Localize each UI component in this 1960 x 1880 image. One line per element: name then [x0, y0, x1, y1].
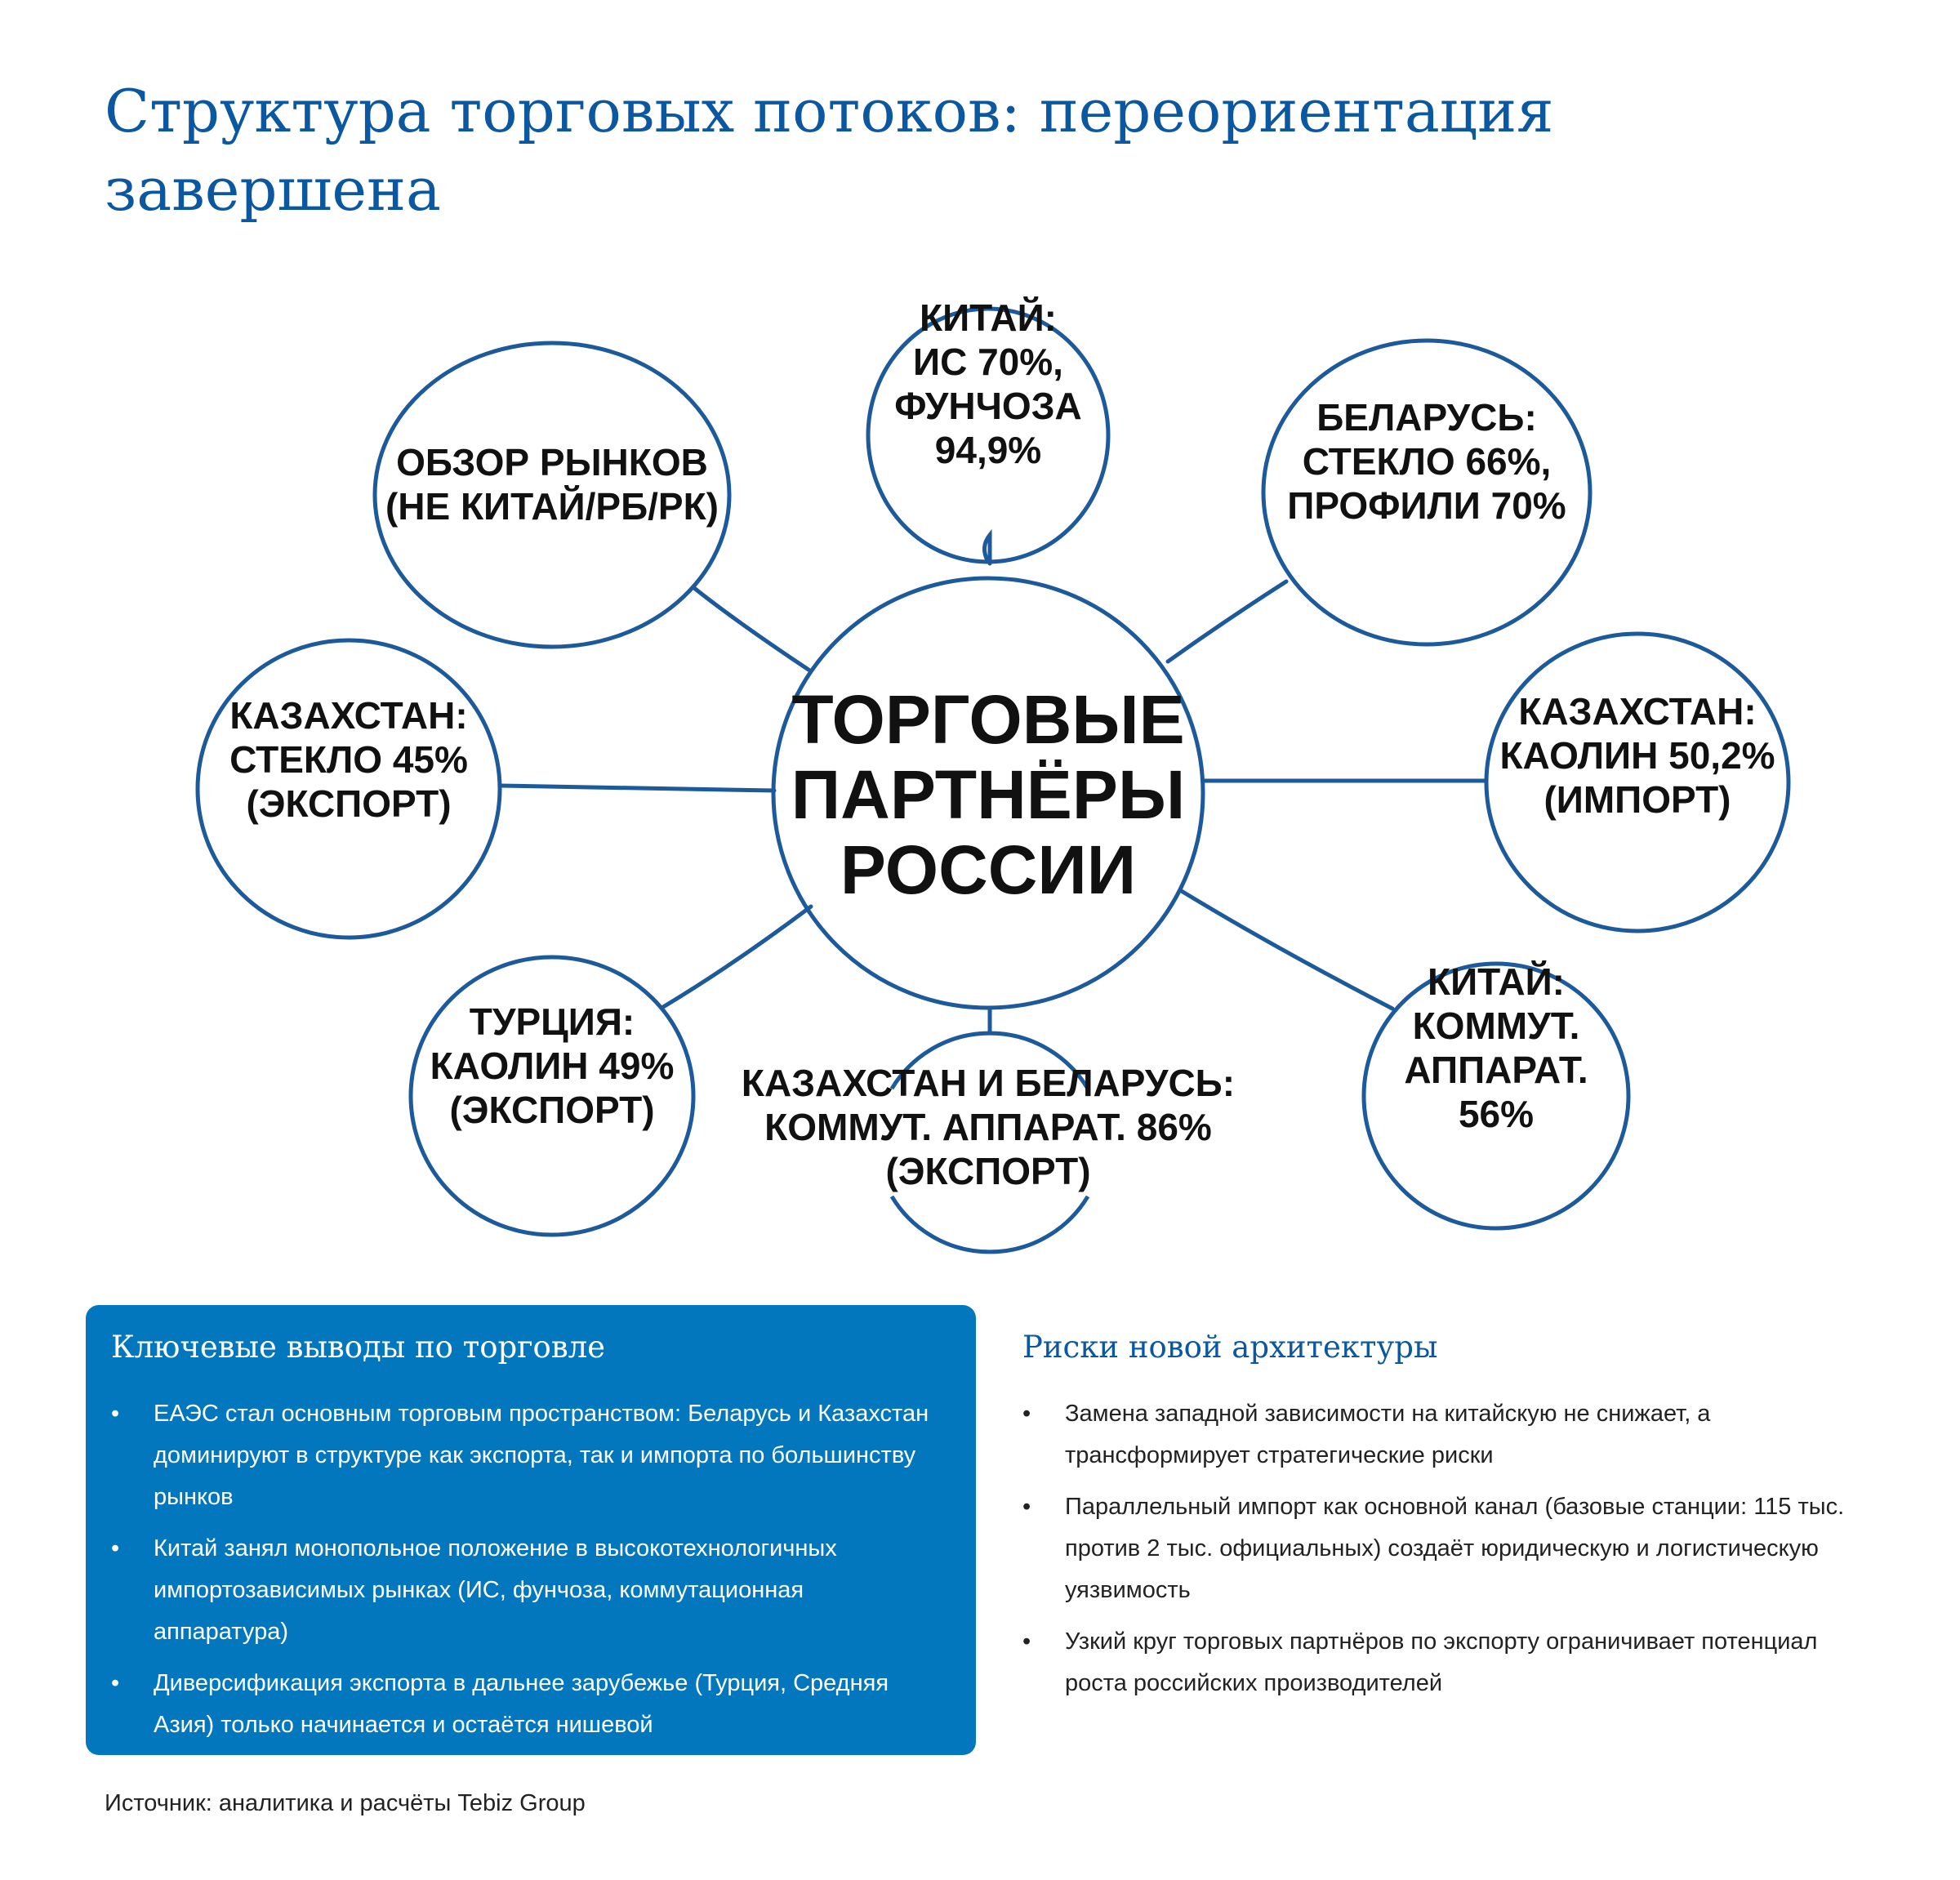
- key-findings-list: ЕАЭС стал основным торговым пространство…: [111, 1393, 944, 1756]
- node-label-line: СТЕКЛО 45%: [229, 738, 468, 781]
- node-label-line: КИТАЙ:: [1428, 960, 1565, 1003]
- page-title: Структура торговых потоков: переориентац…: [105, 77, 1554, 224]
- node-labels: ОБЗОР РЫНКОВ(НЕ КИТАЙ/РБ/РК)КИТАЙ:ИС 70%…: [229, 296, 1775, 1192]
- node-label-line: БЕЛАРУСЬ:: [1316, 396, 1537, 439]
- center-label-line: РОССИИ: [840, 831, 1136, 908]
- node-label-line: ТУРЦИЯ:: [470, 1000, 635, 1043]
- key-findings-heading: Ключевые выводы по торговле: [111, 1330, 606, 1365]
- list-item: ЕАЭС стал основным торговым пространство…: [111, 1393, 944, 1518]
- risks-heading: Риски новой архитектуры: [1022, 1330, 1438, 1365]
- connector: [692, 586, 811, 672]
- node-label-line: ПРОФИЛИ 70%: [1287, 484, 1566, 527]
- list-item: Китай занял монопольное положение в высо…: [111, 1528, 944, 1653]
- node-label-line: 94,9%: [935, 429, 1041, 471]
- node-label-line: КАОЛИН 50,2%: [1499, 734, 1775, 777]
- connector: [661, 904, 813, 1009]
- node-label-line: АППАРАТ.: [1404, 1049, 1588, 1091]
- node-label-line: (ЭКСПОРТ): [449, 1089, 654, 1131]
- node-label-line: КОММУТ. АППАРАТ. 86%: [764, 1106, 1212, 1148]
- node-label-line: КАЗАХСТАН И БЕЛАРУСЬ:: [742, 1062, 1235, 1104]
- bubble-kazakhstan-glass: [195, 638, 502, 940]
- node-label-line: ФУНЧОЗА: [894, 385, 1081, 427]
- bubble-china-switchgear: [1361, 961, 1631, 1231]
- connector: [982, 528, 992, 566]
- list-item: Диверсификация экспорта в дальнее зарубе…: [111, 1663, 944, 1746]
- key-findings-panel: Ключевые выводы по торговле ЕАЭС стал ос…: [86, 1305, 976, 1755]
- center-bubble: [771, 576, 1205, 1010]
- node-label-line: (ЭКСПОРТ): [246, 782, 451, 825]
- bubble-kz-by-switchgear: [889, 1031, 1090, 1254]
- node-label-line: 56%: [1459, 1093, 1534, 1135]
- bubble-turkey: [408, 955, 696, 1237]
- node-label-line: (ИМПОРТ): [1544, 778, 1731, 821]
- source-note: Источник: аналитика и расчёты Tebiz Grou…: [105, 1790, 586, 1816]
- node-label-line: КАОЛИН 49%: [430, 1045, 675, 1087]
- list-item: Узкий круг торговых партнёров по экспорт…: [1022, 1621, 1855, 1704]
- node-label-line: КОММУТ.: [1413, 1005, 1580, 1047]
- node-label-line: КАЗАХСТАН:: [229, 694, 467, 737]
- node-label-line: КАЗАХСТАН:: [1518, 690, 1756, 733]
- bubbles: [195, 306, 1791, 1254]
- list-item: Замена западной зависимости на китайскую…: [1022, 1393, 1855, 1477]
- bubble-market-review: [372, 341, 732, 649]
- center-label-line: ТОРГОВЫЕ: [791, 681, 1184, 758]
- bubble-china-ic: [866, 306, 1111, 564]
- risks-list: Замена западной зависимости на китайскую…: [1022, 1393, 1855, 1714]
- bubble-belarus: [1261, 338, 1592, 647]
- node-label-line: ИС 70%,: [913, 341, 1063, 383]
- node-label-line: (ЭКСПОРТ): [885, 1150, 1090, 1192]
- node-label-line: СТЕКЛО 66%,: [1303, 440, 1552, 483]
- connectors: [497, 528, 1489, 1033]
- connector: [1178, 888, 1395, 1011]
- connector: [1165, 579, 1289, 664]
- list-item: Параллельный импорт как основной канал (…: [1022, 1486, 1855, 1611]
- node-label-line: (НЕ КИТАЙ/РБ/РК): [385, 485, 719, 528]
- connector: [497, 783, 777, 793]
- node-label-line: ОБЗОР РЫНКОВ: [396, 441, 708, 483]
- center-label-line: ПАРТНЁРЫ: [791, 756, 1185, 833]
- bubble-kazakhstan-kaolin: [1484, 631, 1791, 933]
- center-label: ТОРГОВЫЕ ПАРТНЁРЫ РОССИИ: [791, 681, 1185, 908]
- node-label-line: КИТАЙ:: [920, 296, 1057, 339]
